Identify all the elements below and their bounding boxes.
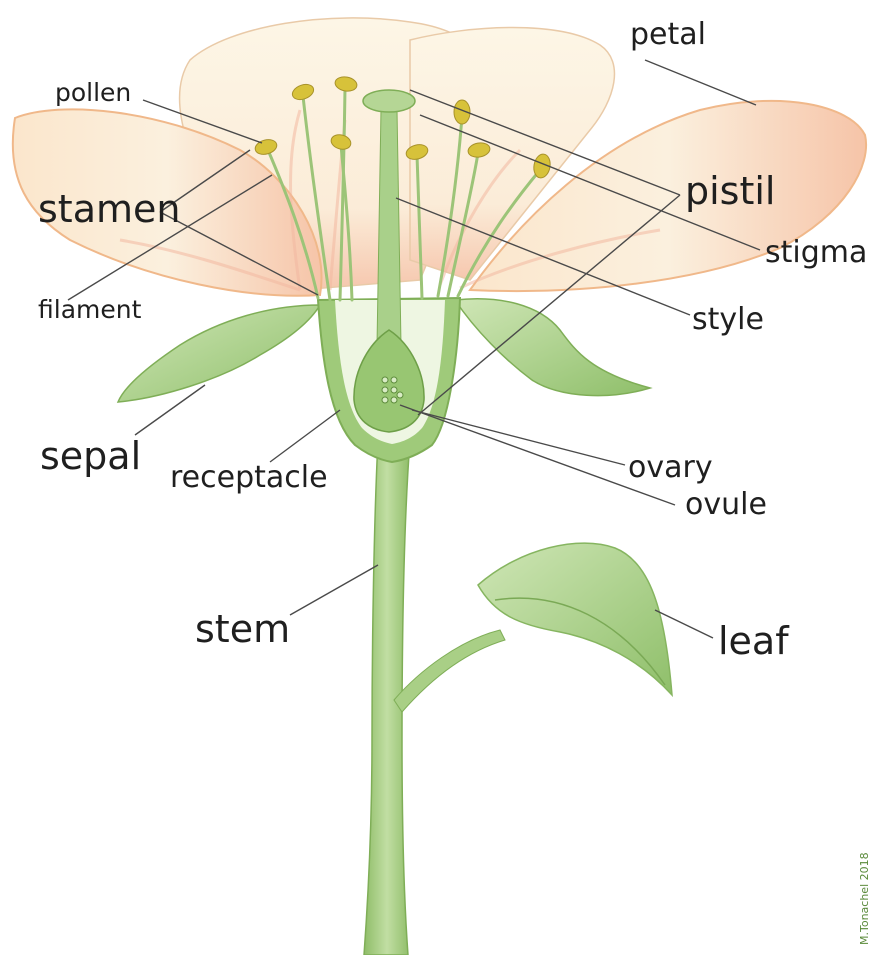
label-stigma: stigma (765, 238, 867, 268)
leader-petal (645, 60, 756, 105)
label-pollen: pollen (55, 80, 131, 105)
style-shape (377, 110, 401, 345)
label-ovule: ovule (685, 490, 767, 520)
label-filament: filament (38, 297, 141, 322)
sepal-right (455, 299, 650, 396)
stigma-shape (363, 90, 415, 112)
sepal-left (118, 305, 320, 402)
leader-stem (290, 565, 378, 615)
label-style: style (692, 305, 764, 335)
petals (13, 18, 866, 296)
label-ovary: ovary (628, 453, 713, 483)
label-leaf: leaf (718, 622, 789, 660)
label-stamen: stamen (38, 190, 180, 228)
label-receptacle: receptacle (170, 463, 328, 493)
leader-receptacle (270, 410, 340, 462)
leader-ovary (412, 410, 625, 465)
leaf-shape (478, 543, 672, 695)
artist-signature: M.Tonachel 2018 (858, 852, 871, 945)
label-sepal: sepal (40, 437, 141, 475)
leaf-petiole (394, 630, 505, 712)
label-stem: stem (195, 610, 290, 648)
label-pistil: pistil (685, 172, 776, 210)
label-petal: petal (630, 20, 706, 50)
